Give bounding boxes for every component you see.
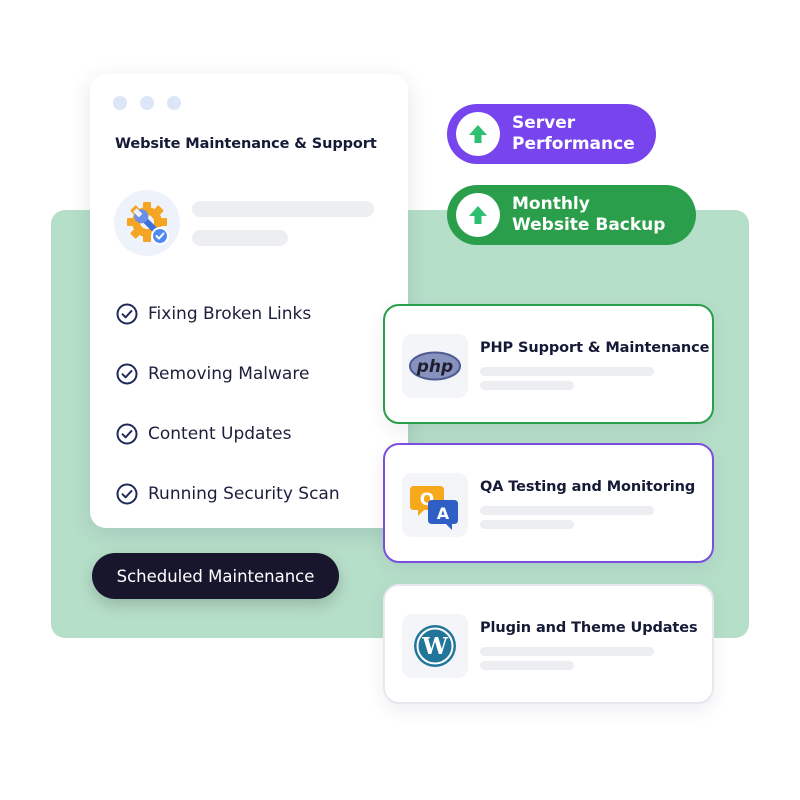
php-support-card: php PHP Support & Maintenance [383, 304, 714, 424]
checklist-label: Content Updates [148, 424, 292, 444]
wordpress-icon: W [402, 614, 468, 678]
service-title: PHP Support & Maintenance [480, 340, 710, 356]
server-performance-pill: Server Performance [447, 104, 656, 164]
qa-icon: Q A [402, 473, 468, 537]
window-dots [113, 96, 181, 110]
php-logo-icon: php [402, 334, 468, 398]
checklist-label: Removing Malware [148, 364, 310, 384]
pill-label: Server Performance [512, 113, 635, 154]
placeholder-bar [192, 201, 374, 217]
scheduled-maintenance-label: Scheduled Maintenance [92, 553, 339, 599]
wrench-gear-icon [114, 190, 180, 256]
service-title: QA Testing and Monitoring [480, 479, 696, 495]
window-dot [167, 96, 181, 110]
arrow-up-icon [456, 112, 500, 156]
wordpress-logo-text: W [421, 633, 449, 660]
task-checklist: Fixing Broken Links Removing Malware Con… [116, 292, 340, 524]
placeholder-bar [480, 367, 654, 376]
placeholder-bar [480, 661, 574, 670]
plugin-theme-card: W Plugin and Theme Updates [383, 584, 714, 704]
check-circle-icon [116, 303, 138, 325]
placeholder-bar [480, 506, 654, 515]
monthly-backup-pill: Monthly Website Backup [447, 185, 696, 245]
checklist-label: Running Security Scan [148, 484, 340, 504]
php-logo-text: php [416, 357, 453, 377]
pill-label: Monthly Website Backup [512, 194, 666, 235]
list-item: Content Updates [116, 404, 340, 464]
check-circle-icon [116, 423, 138, 445]
check-circle-icon [116, 483, 138, 505]
window-dot [140, 96, 154, 110]
arrow-up-icon [456, 193, 500, 237]
list-item: Fixing Broken Links [116, 284, 340, 344]
window-dot [113, 96, 127, 110]
placeholder-bar [480, 647, 654, 656]
qa-logo-a: A [437, 504, 450, 523]
checklist-label: Fixing Broken Links [148, 304, 312, 324]
maintenance-card: Website Maintenance & Support [90, 74, 408, 528]
qa-testing-card: Q A QA Testing and Monitoring [383, 443, 714, 563]
check-circle-icon [116, 363, 138, 385]
card-title: Website Maintenance & Support [115, 136, 377, 152]
placeholder-bar [480, 520, 574, 529]
service-title: Plugin and Theme Updates [480, 620, 698, 636]
list-item: Running Security Scan [116, 464, 340, 524]
placeholder-bar [192, 230, 288, 246]
list-item: Removing Malware [116, 344, 340, 404]
placeholder-bar [480, 381, 574, 390]
